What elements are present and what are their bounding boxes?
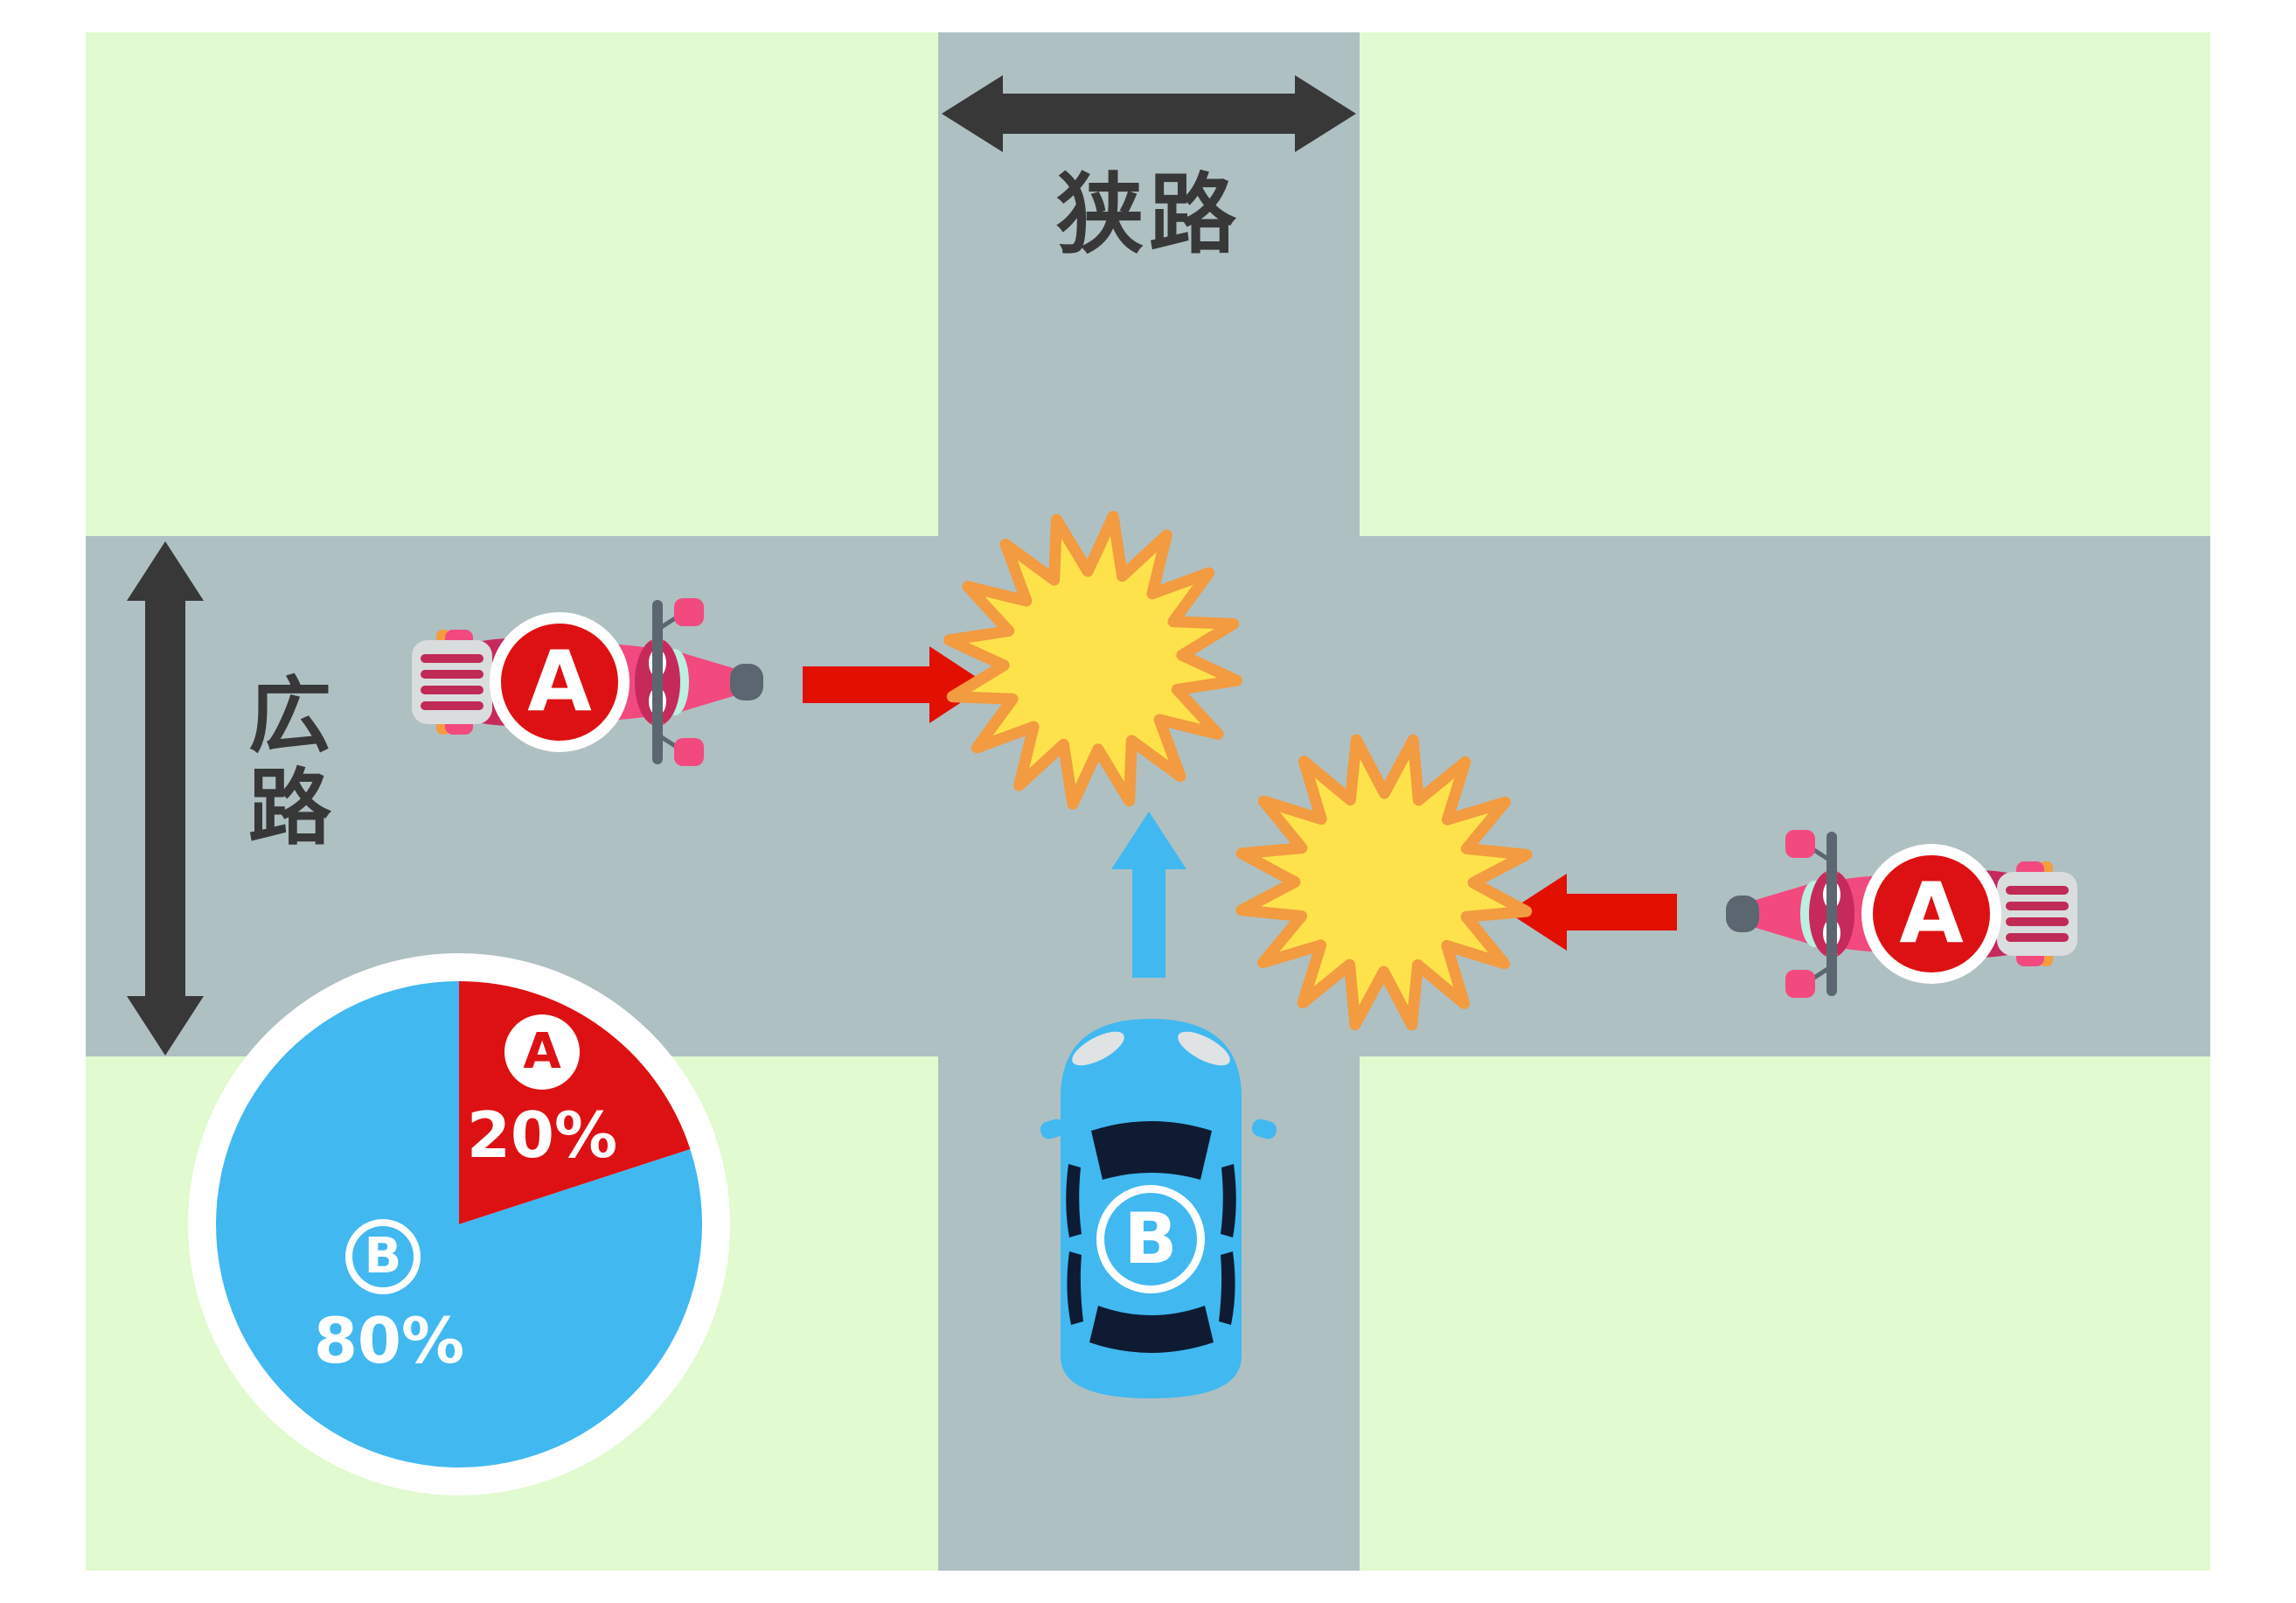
left-arrow-icon	[1507, 874, 1677, 951]
pie-slice-a-percentage: 20%	[466, 1098, 618, 1172]
pie-slice-a-badge: A	[504, 1014, 580, 1090]
wide-road-width-arrow	[127, 541, 204, 1056]
motorcycle-a-left-direction-arrow	[803, 646, 988, 723]
narrow-road-width-arrow	[942, 75, 1356, 152]
motorcycle-a-left-badge: A	[490, 612, 630, 752]
up-arrow-icon	[1111, 812, 1186, 978]
collision-star-1	[943, 511, 1242, 810]
starburst-icon	[943, 511, 1242, 810]
car-b-direction-arrow	[1111, 812, 1186, 978]
pie-slice-b-percentage: 80%	[313, 1304, 465, 1377]
double-arrow-horizontal-icon	[942, 75, 1356, 152]
fault-ratio-pie-chart	[188, 953, 730, 1495]
starburst-icon	[1235, 734, 1533, 1031]
wide-road-label: 広路	[234, 672, 330, 855]
pie-slices	[216, 981, 703, 1467]
right-arrow-icon	[803, 646, 988, 723]
car-b-emblem: B	[1096, 1185, 1205, 1293]
pie-slice-b-badge: B	[345, 1219, 421, 1294]
collision-star-2	[1235, 734, 1533, 1031]
pie-slice-b	[216, 981, 703, 1467]
double-arrow-vertical-icon	[127, 541, 204, 1056]
narrow-road-label: 狭路	[1056, 164, 1242, 266]
motorcycle-a-right-direction-arrow	[1507, 874, 1677, 951]
motorcycle-a-right-badge: A	[1861, 844, 2001, 984]
